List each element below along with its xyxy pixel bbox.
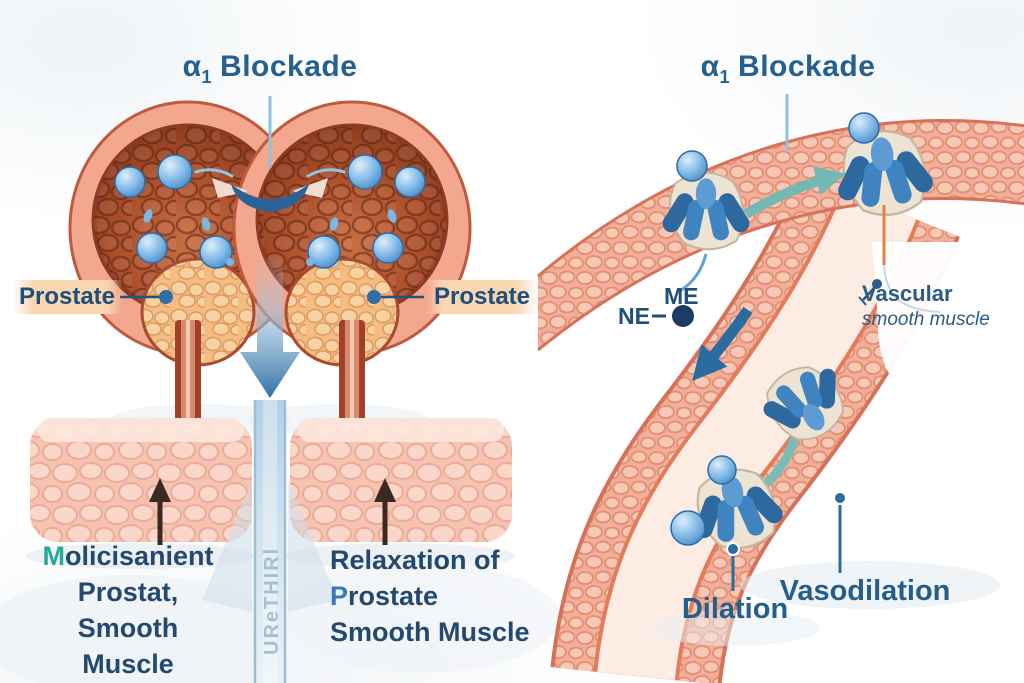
- drug-molecule-icons: [114, 154, 234, 269]
- prostate-label-left: Prostate: [12, 280, 122, 314]
- vasodilation-pointer: [833, 491, 847, 573]
- result-text-left: Molicisanient Prostat, Smooth Muscle: [42, 541, 214, 679]
- prostate-label-right: Prostate: [426, 280, 538, 314]
- up-arrow-icon: [374, 478, 396, 545]
- urethra-vertical-text: UReTHIRl: [261, 547, 283, 655]
- ne-molecule-dot: [652, 305, 694, 327]
- label-connector-line: [883, 264, 941, 313]
- urethra-tube-right: [339, 320, 365, 430]
- label-pouch: [872, 242, 1024, 402]
- drug-molecule-icon: [670, 510, 706, 546]
- drug-molecule-icon: [676, 150, 708, 182]
- tissue-slab-right: [290, 418, 512, 542]
- shadow: [650, 610, 820, 646]
- drug-molecule-icon: [848, 112, 880, 144]
- tissue-slab-left: [30, 418, 252, 542]
- bladder-prostate-section: UReTHIRl: [0, 96, 560, 683]
- down-arrow-icon: [692, 306, 753, 382]
- drug-molecule-icons: [306, 154, 426, 269]
- swoosh-arrow-icon: [212, 178, 328, 212]
- vessel-lower: [550, 172, 960, 683]
- down-arrow-icon: [240, 252, 300, 398]
- bladder-right-illustration: [232, 100, 472, 430]
- alpha-symbol: α: [700, 50, 720, 83]
- vasodilation-label: Vasodilation: [779, 575, 951, 607]
- prostate-pointer-right: [367, 290, 424, 304]
- vascular-smooth-muscle-label: Vascular smooth muscle: [862, 281, 990, 330]
- drug-molecule-icon: [707, 455, 737, 485]
- vascular-section: [537, 94, 1024, 683]
- dilation-label: Dilation: [681, 593, 789, 625]
- dilation-pointer: [726, 542, 740, 591]
- urethra-tube-left: [175, 320, 201, 430]
- result-text-right: Relaxation of Prostate Smooth Muscle: [330, 545, 530, 647]
- shadow: [740, 561, 1000, 609]
- teal-arrow-icon: [743, 166, 846, 219]
- ne-label: NE: [618, 303, 650, 329]
- ne-connector-line: [679, 253, 708, 293]
- me-label: ME: [664, 283, 699, 309]
- up-arrow-icon: [149, 478, 171, 545]
- prostate-pointer-left: [120, 290, 173, 304]
- bladder-left-illustration: [68, 100, 308, 430]
- smooth-muscle-tissue-section: UReTHIRl: [0, 400, 560, 683]
- urethra-channel: [253, 400, 287, 683]
- alpha-symbol: α: [182, 50, 202, 83]
- pin-icon: [858, 279, 882, 306]
